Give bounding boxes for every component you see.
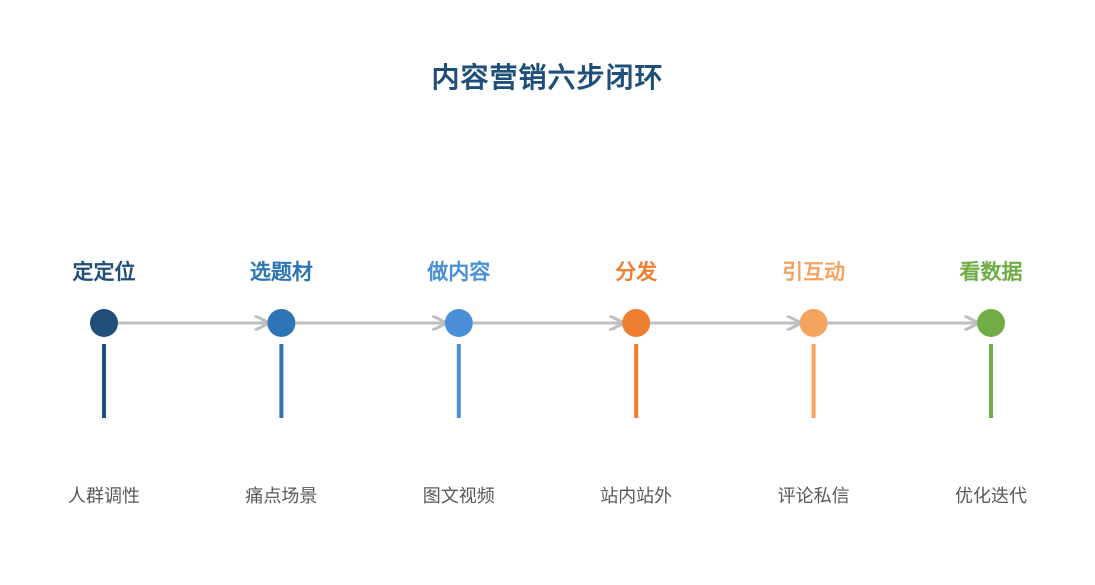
step-title: 分发: [615, 260, 658, 284]
step-node: [622, 309, 651, 337]
step-description: 评论私信: [777, 486, 850, 507]
step-description: 图文视频: [422, 486, 495, 507]
step-description: 痛点场景: [245, 486, 318, 507]
step-node: [267, 309, 296, 337]
step-node: [799, 309, 828, 337]
step-node: [444, 309, 473, 337]
step-title: 看数据: [959, 260, 1023, 284]
step-node: [90, 309, 118, 337]
diagram-title: 内容营销六步闭环: [431, 61, 664, 94]
step-title: 引互动: [782, 260, 846, 284]
step-title: 定定位: [72, 260, 136, 284]
step-description: 站内站外: [600, 486, 673, 507]
step-node: [977, 309, 1005, 337]
step-title: 选题材: [249, 260, 313, 284]
node-group: [90, 309, 1005, 337]
step-description: 人群调性: [68, 486, 140, 507]
step-description: 优化迭代: [955, 486, 1027, 507]
step-title: 做内容: [427, 260, 491, 284]
stem-group: [102, 344, 993, 418]
